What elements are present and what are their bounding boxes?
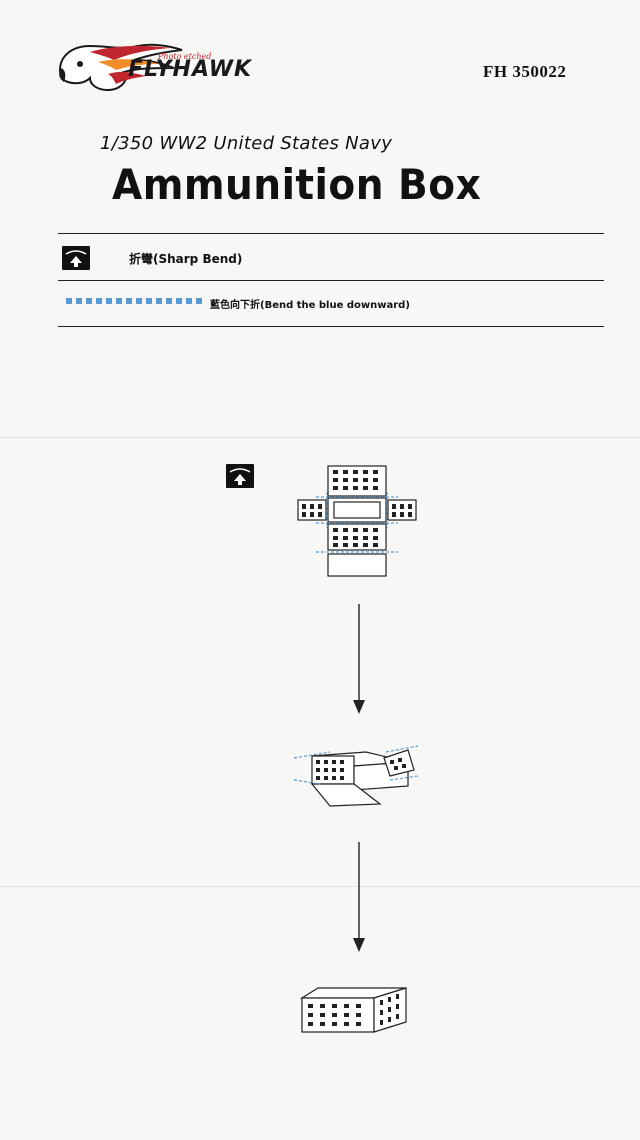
sharp-bend-label: 折彎(Sharp Bend) — [129, 252, 243, 266]
blue-bend-label: 藍色向下折(Bend the blue downward) — [210, 300, 410, 311]
fold-line — [0, 886, 640, 887]
product-code: FH 350022 — [483, 62, 567, 81]
fold-line — [0, 437, 640, 438]
finished-ammo-box — [299, 987, 407, 1033]
step-arrow — [353, 842, 365, 952]
brand-tagline: Photo etched — [158, 52, 212, 61]
step-arrow — [353, 604, 365, 714]
sharp-bend-icon — [226, 464, 254, 488]
sharp-bend-icon — [62, 246, 90, 270]
brand-name: FLYHAWK — [128, 57, 253, 82]
blue-bend-indicator — [66, 298, 202, 304]
flyhawk-logo — [58, 43, 183, 92]
divider — [58, 233, 604, 234]
divider — [58, 326, 604, 327]
partially-folded-diagram — [293, 745, 419, 807]
page-title: Ammunition Box — [112, 160, 482, 209]
divider — [58, 280, 604, 281]
flat-fret-diagram — [297, 465, 417, 577]
subtitle: 1/350 WW2 United States Navy — [100, 133, 393, 154]
